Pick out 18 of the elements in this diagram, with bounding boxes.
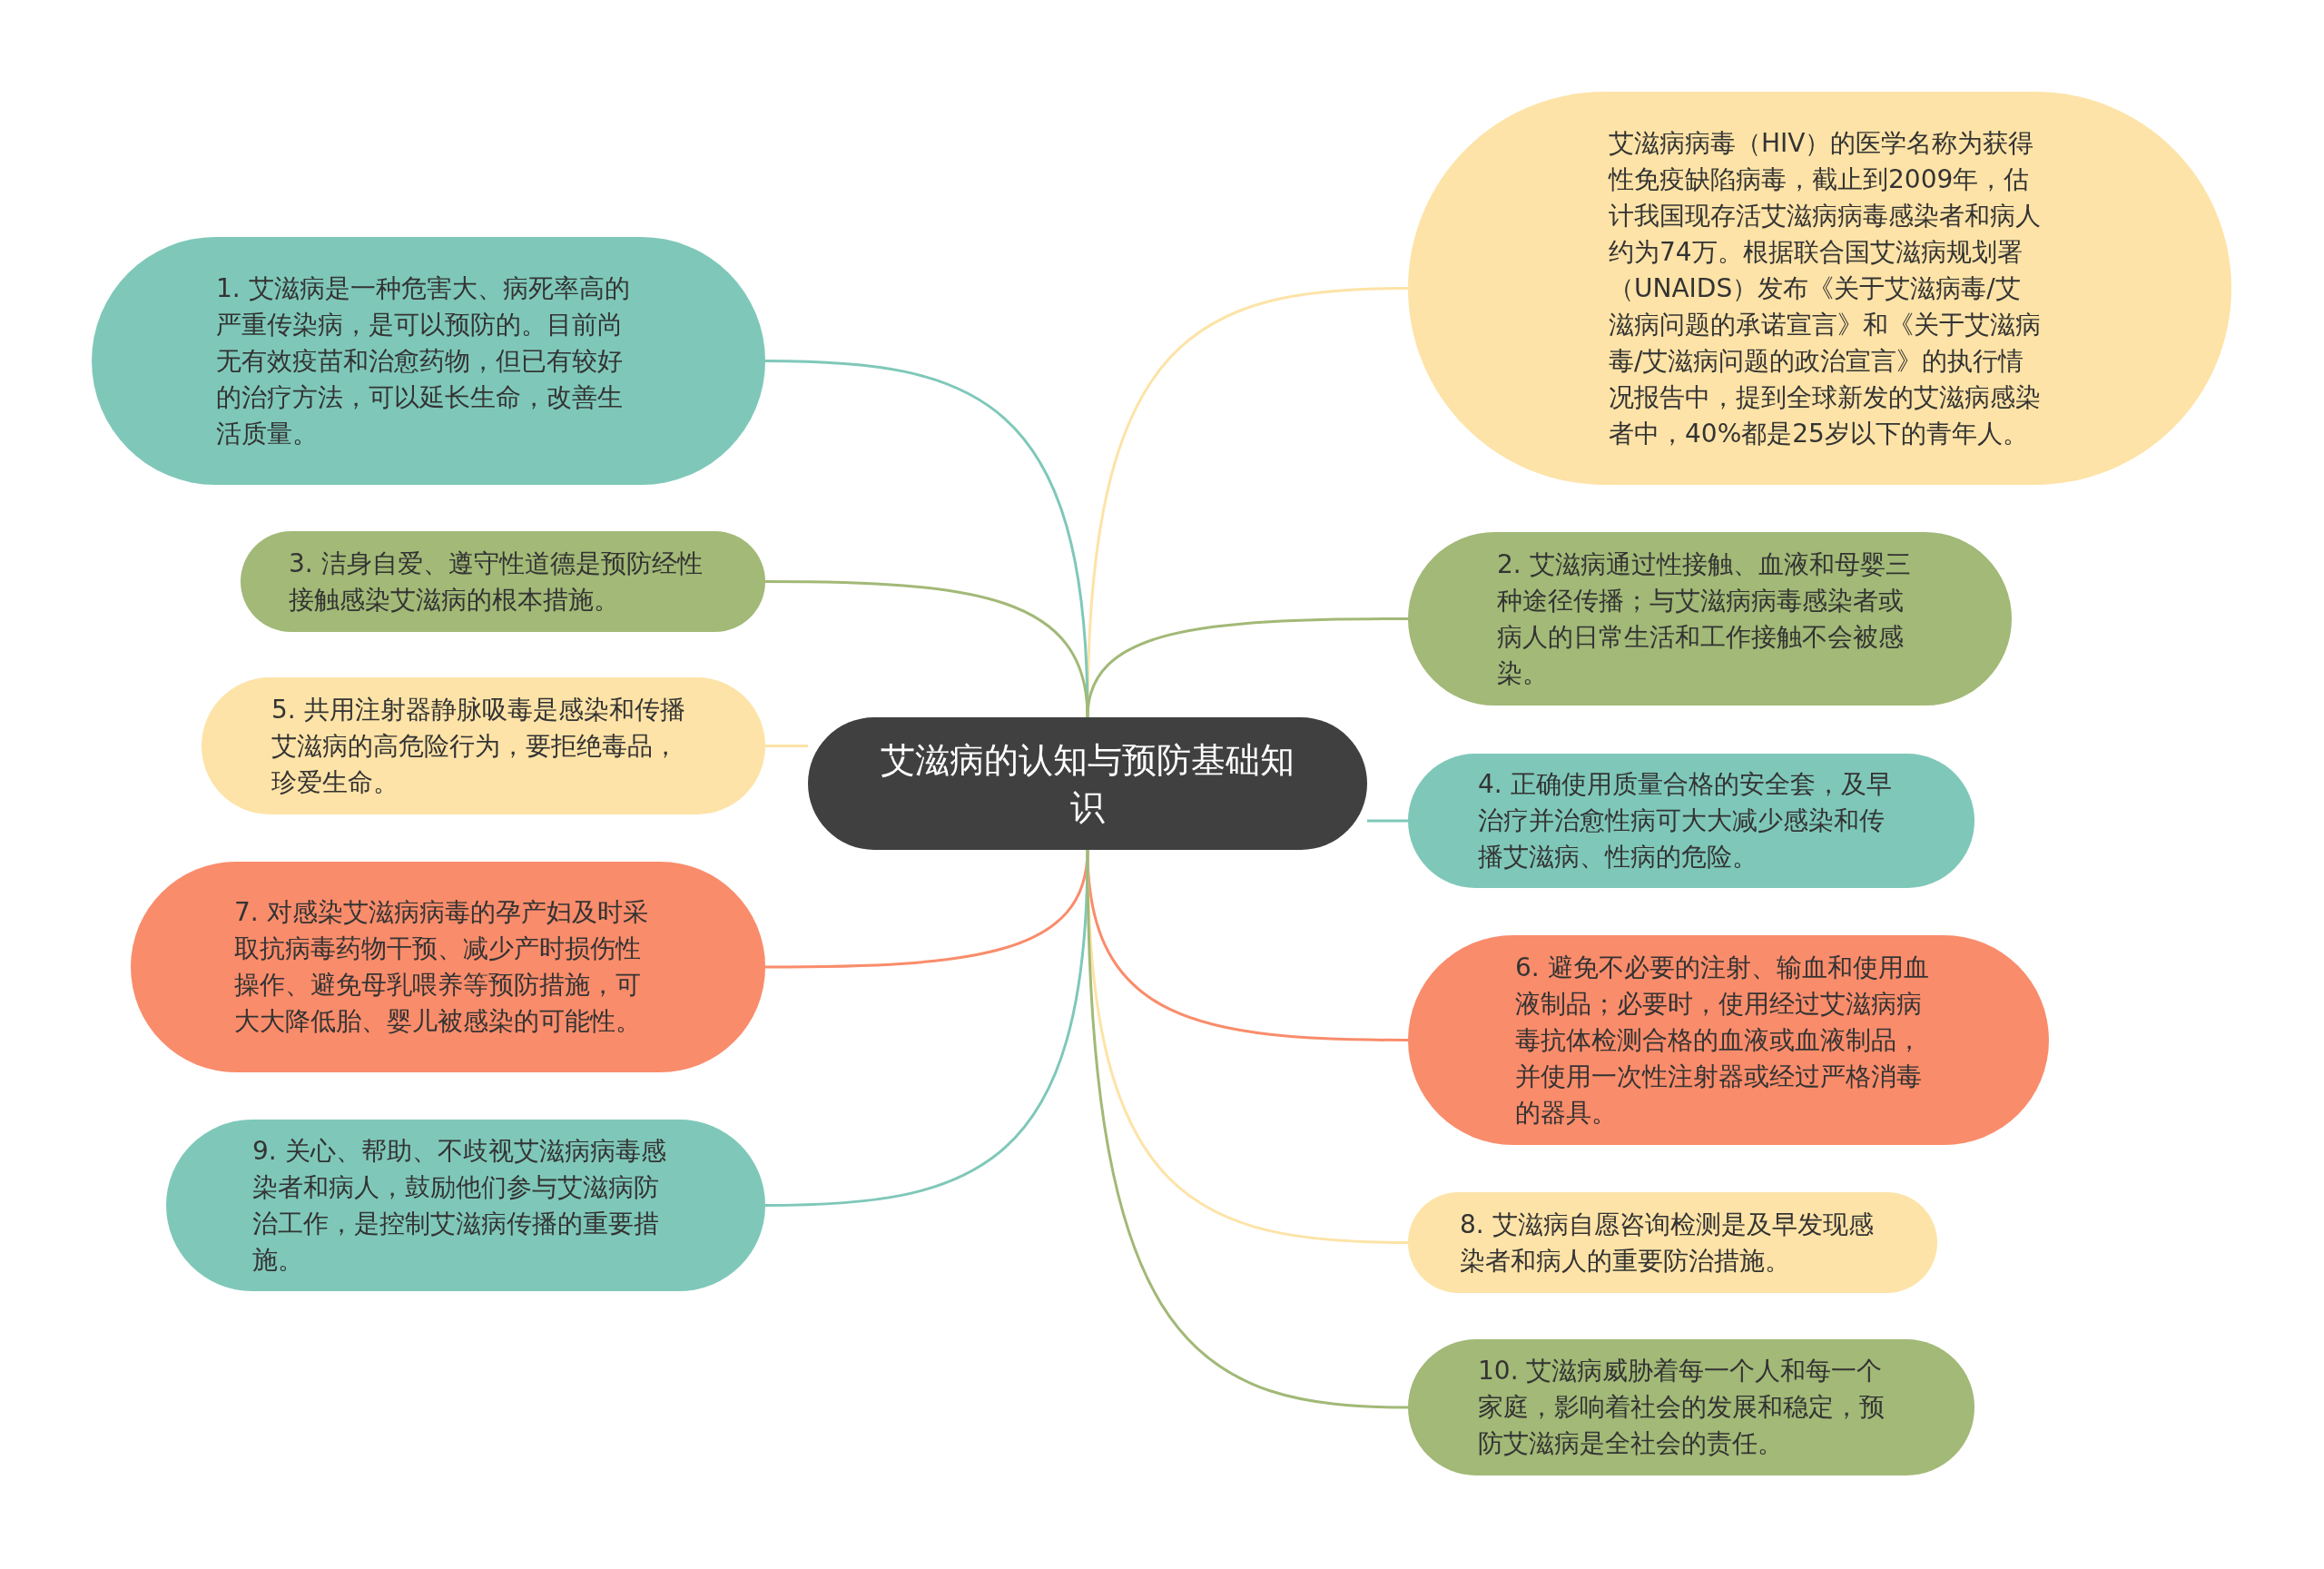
bubble-text: 6. 避免不必要的注射、输血和使用血液制品；必要时，使用经过艾滋病病毒抗体检测合格的血液或血液制品，并使用一次性注射器或经过严格消毒的器具。: [1515, 951, 1930, 1130]
bubble-text: 2. 艾滋病通过性接触、血液和母婴三种途径传播；与艾滋病病毒感染者或病人的日常生活和工作接触不会被感染。: [1497, 548, 1912, 690]
bubble-text: 3. 洁身自爱、遵守性道德是预防经性接触感染艾滋病的根本措施。: [289, 547, 704, 617]
connector-line: [1086, 617, 1408, 718]
bubble-text: 1. 艾滋病是一种危害大、病死率高的严重传染病，是可以预防的。目前尚无有效疫苗和治愈药物，但已有较好的治疗方法，可以延长生命，改善生活质量。: [216, 271, 631, 450]
bubble-text: 艾滋病病毒（HIV）的医学名称为获得性免疫缺陷病毒，截止到2009年，估计我国现存活艾滋病病毒感染者和病人约为74万。根据联合国艾滋病规划署（UNAIDS）发布《关于艾滋病毒/艾滋病问题的承诺宣言》和《关于艾滋病毒/艾滋病问题的政治宣言》的执行情况报告中，提到全球新发的艾滋病感染者中，40%都是25岁以下的青年人。: [1609, 126, 2042, 450]
connector-line: [1086, 849, 1409, 1409]
bubble-text: 7. 对感染艾滋病病毒的孕产妇及时采取抗病毒药物干预、减少产时损伤性操作、避免母乳喂养等预防措施，可大大降低胎、婴儿被感染的可能性。: [234, 896, 649, 1038]
connector-line: [764, 849, 1089, 1207]
bubble-text: 4. 正确使用质量合格的安全套，及早治疗并治愈性病可大大减少感染和传播艾滋病、性病的危险。: [1478, 768, 1893, 873]
topic-title: 艾滋病的认知与预防基础知识: [880, 739, 1295, 829]
bubble-text: 9. 关心、帮助、不歧视艾滋病病毒感染者和病人，鼓励他们参与艾滋病防治工作，是控制艾滋病传播的重要措施。: [252, 1134, 667, 1277]
bubble-text: 5. 共用注射器静脉吸毒是感染和传播艾滋病的高危险行为，要拒绝毒品，珍爱生命。: [271, 693, 686, 799]
connector-line: [765, 580, 1089, 718]
bubble-text: 10. 艾滋病威胁着每一个人和每一个家庭，影响着社会的发展和稳定，预防艾滋病是全社会的责任。: [1478, 1355, 1886, 1460]
bubble-text: 8. 艾滋病自愿咨询检测是及早发现感染者和病人的重要防治措施。: [1460, 1208, 1875, 1278]
connector-line: [1367, 819, 1408, 823]
connector-line: [765, 745, 808, 747]
